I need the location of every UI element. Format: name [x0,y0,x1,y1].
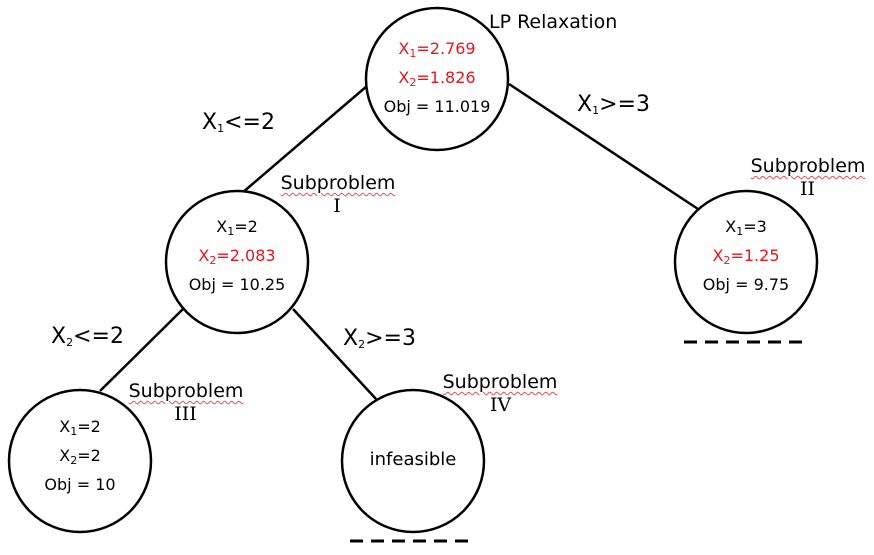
node-root [364,6,510,152]
edge-label-x1-ge-3: X1>=3 [577,92,650,117]
node-sub3 [7,388,153,534]
edge-sub1-sub3 [99,308,184,392]
node-sub4 [340,388,486,534]
edge-label-x1-le-2: X1<=2 [202,110,275,135]
sub4-node-content: infeasible [369,449,457,470]
node-sub1 [164,189,310,335]
sub1-node-content: X1=2 X2=2.083 Obj = 10.25 [167,212,307,299]
sub4-label: Subproblem IV [442,371,558,416]
root-x1: X1=2.769 [398,39,476,60]
node-sub2 [673,189,819,335]
sub3-label: Subproblem III [128,380,244,425]
sub2-label: Subproblem II [750,155,866,200]
sub3-node-content: X1=2 X2=2 Obj = 10 [10,412,150,499]
sub1-obj: Obj = 10.25 [188,275,286,294]
sub1-x1: X1=2 [216,217,258,238]
root-obj: Obj = 11.019 [383,97,491,116]
sub1-x2: X2=2.083 [198,246,276,267]
edge-sub1-sub4 [292,308,377,400]
root-x2: X2=1.826 [398,68,476,89]
sub3-x2: X2=2 [59,446,101,467]
edge-label-x2-le-2: X2<=2 [51,324,124,349]
sub3-x1: X1=2 [59,417,101,438]
sub1-label: Subproblem I [280,172,396,217]
sub2-obj: Obj = 9.75 [702,275,790,294]
root-node-content: X1=2.769 X2=1.826 Obj = 11.019 [367,34,507,121]
sub2-node-content: X1=3 X2=1.25 Obj = 9.75 [676,212,816,299]
sub3-obj: Obj = 10 [44,475,116,494]
edge-root-sub1 [241,85,368,194]
sub2-x1: X1=3 [725,217,767,238]
edge-label-x2-ge-3: X2>=3 [343,326,416,351]
root-title: LP Relaxation [489,11,618,33]
edge-root-sub2 [508,82,699,211]
sub2-x2: X2=1.25 [712,246,780,267]
